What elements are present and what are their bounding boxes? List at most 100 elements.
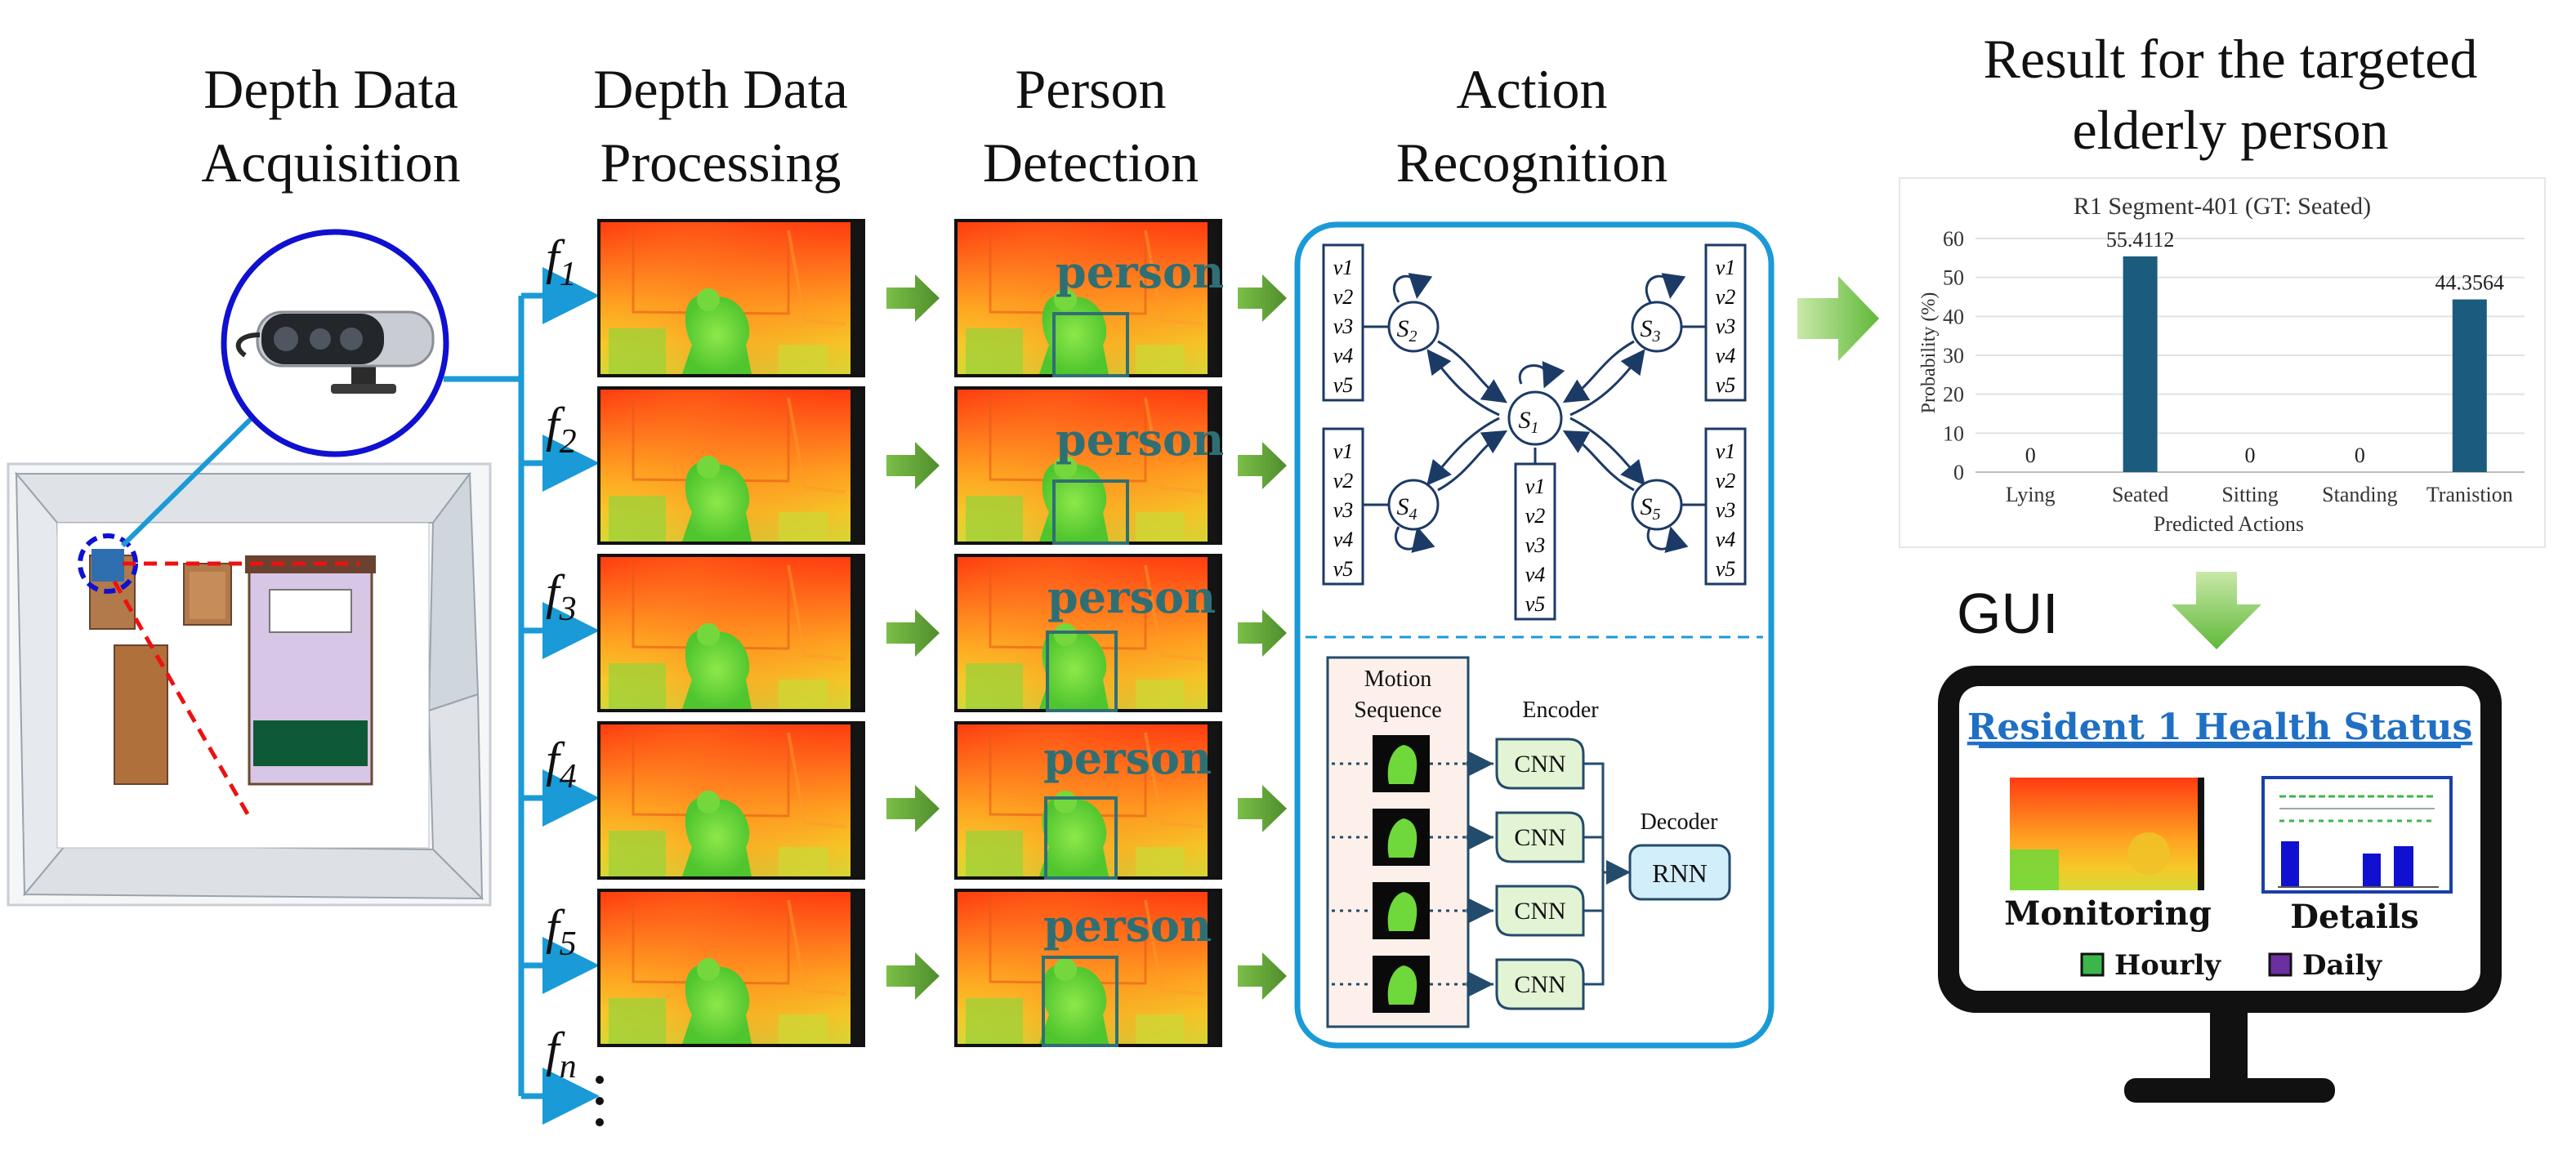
- svg-text:v3: v3: [1716, 314, 1736, 338]
- detected-frame-4: person: [954, 721, 1222, 880]
- arrow-right-icon: [1238, 274, 1287, 322]
- y-tick-label: 50: [1943, 266, 1964, 290]
- svg-text:v4: v4: [1716, 528, 1736, 551]
- svg-text:RNN: RNN: [1652, 858, 1708, 888]
- frame-label-1: f1: [546, 230, 577, 293]
- state-s5: S5: [1631, 479, 1683, 531]
- svg-text:v1: v1: [1716, 439, 1736, 463]
- room-floorplan: [7, 462, 492, 907]
- x-tick-label: Lying: [2006, 483, 2056, 506]
- processing-title-line1: Depth Data: [593, 58, 848, 120]
- svg-text:v5: v5: [1716, 557, 1736, 581]
- chart-title: R1 Segment-401 (GT: Seated): [2074, 193, 2371, 220]
- recognition-title-line2: Recognition: [1396, 132, 1667, 194]
- result-bar-chart: R1 Segment-401 (GT: Seated) 010203040506…: [1899, 177, 2546, 548]
- stage-titles: Depth Data Acquisition Depth Data Proces…: [201, 28, 2477, 194]
- x-tick-label: Sitting: [2221, 483, 2278, 506]
- hmm-model: v1 v2 v3 v4 v5 v1 v2 v3 v4 v5 v1 v2 v3 v…: [1322, 243, 1747, 621]
- frame-label-4: f4: [546, 733, 577, 796]
- feature-column-s4: v1 v2 v3 v4 v5: [1322, 427, 1364, 586]
- frame-labels: f1 f2 f3 f4 f5 fn: [546, 230, 604, 1126]
- details-thumbnail[interactable]: [2261, 776, 2453, 894]
- svg-text:v2: v2: [1333, 285, 1354, 309]
- gui-title[interactable]: Resident 1 Health Status: [1967, 707, 2473, 748]
- encoder-label: Encoder: [1522, 698, 1599, 723]
- detection-title-line1: Person: [1015, 58, 1166, 120]
- frame-bus: [518, 267, 600, 1125]
- arrow-right-icon: [1797, 276, 1879, 361]
- daily-label: Daily: [2302, 949, 2382, 982]
- arrow-right-icon: [1238, 952, 1287, 1000]
- detected-frame-3: person: [954, 554, 1222, 712]
- y-tick-label: 60: [1943, 227, 1964, 251]
- frame-label-5: f5: [546, 900, 577, 963]
- bar-value-label: 0: [2025, 444, 2036, 467]
- details-label[interactable]: Details: [2290, 898, 2418, 936]
- person-label: person: [1056, 413, 1224, 466]
- detection-frames: person person person person person: [954, 219, 1224, 1047]
- y-tick-label: 10: [1943, 421, 1964, 445]
- result-title-line2: elderly person: [2072, 99, 2388, 161]
- x-tick-label: Standing: [2322, 483, 2397, 506]
- camera-callout: [120, 229, 519, 548]
- person-label: person: [1056, 246, 1224, 298]
- svg-text:v1: v1: [1333, 439, 1354, 463]
- svg-text:S3: S3: [1641, 315, 1661, 345]
- acquisition-title-line2: Acquisition: [201, 132, 460, 194]
- frame-label-2: f2: [546, 398, 577, 461]
- person-label: person: [1047, 571, 1216, 623]
- daily-legend[interactable]: Daily: [2268, 949, 2382, 982]
- bar-value-label: 55.4112: [2106, 228, 2175, 252]
- svg-text:v3: v3: [1525, 533, 1546, 557]
- svg-text:v2: v2: [1716, 285, 1736, 309]
- hourly-swatch: [2080, 952, 2105, 977]
- hourly-label: Hourly: [2114, 949, 2221, 982]
- svg-text:S2: S2: [1397, 315, 1417, 345]
- cnn-block: CNN: [1495, 885, 1585, 937]
- detection-title-line2: Detection: [983, 132, 1199, 194]
- monitoring-thumbnail[interactable]: [2010, 778, 2204, 890]
- y-tick-label: 20: [1943, 383, 1964, 407]
- svg-text:v3: v3: [1333, 498, 1354, 522]
- daily-swatch: [2268, 952, 2293, 977]
- bar-value-label: 0: [2355, 444, 2365, 467]
- state-s4: S4: [1387, 479, 1440, 531]
- processing-title-line2: Processing: [600, 132, 842, 194]
- depth-frame-1: [597, 219, 865, 377]
- monitoring-label[interactable]: Monitoring: [2004, 894, 2212, 933]
- svg-text:S5: S5: [1641, 493, 1661, 524]
- feature-column-s1: v1 v2 v3 v4 v5: [1514, 462, 1556, 621]
- processed-frames: [597, 219, 865, 1047]
- motion-sequence-label-line1: Motion: [1364, 666, 1431, 692]
- person-label: person: [1043, 899, 1212, 952]
- feature-column-s5: v1 v2 v3 v4 v5: [1704, 427, 1747, 586]
- frame-label-3: f3: [546, 565, 577, 628]
- hourly-legend[interactable]: Hourly: [2080, 949, 2221, 982]
- state-s3: S3: [1631, 301, 1683, 353]
- person-label: person: [1043, 732, 1212, 784]
- y-tick-label: 40: [1943, 305, 1964, 328]
- bar-value-label: 44.3564: [2435, 271, 2505, 295]
- arrow-right-icon: [886, 274, 940, 322]
- arrow-right-icon: [886, 609, 940, 657]
- y-tick-label: 0: [1953, 461, 1964, 484]
- svg-text:v5: v5: [1333, 557, 1354, 581]
- arrow-right-icon: [886, 442, 940, 489]
- depth-camera-icon: [235, 310, 435, 394]
- bar: [2452, 299, 2487, 472]
- detected-frame-2: person: [954, 386, 1224, 545]
- svg-text:v4: v4: [1333, 528, 1354, 551]
- gui-label: GUI: [1957, 582, 2058, 645]
- svg-text:v2: v2: [1333, 469, 1354, 493]
- acquisition-title-line1: Depth Data: [203, 58, 458, 120]
- chart-bars: [2123, 256, 2487, 472]
- arrow-down-icon: [2172, 572, 2261, 649]
- arrow-right-icon: [1238, 609, 1287, 657]
- svg-text:v3: v3: [1716, 498, 1736, 522]
- svg-text:v1: v1: [1716, 256, 1736, 279]
- svg-text:v5: v5: [1716, 373, 1736, 397]
- state-s1: S1: [1507, 390, 1563, 446]
